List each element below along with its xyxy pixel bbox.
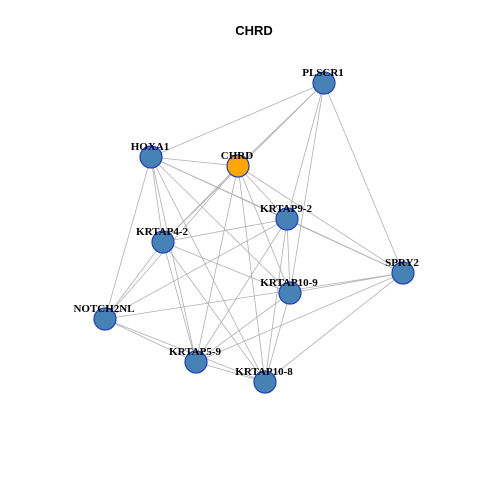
edge-krtap10-9-krtap5-9 — [195, 292, 291, 363]
edge-krtap9-2-krtap5-9 — [195, 218, 288, 363]
edge-chrd-krtap10-8 — [237, 165, 266, 383]
node-hoxa1: HOXA1 — [131, 141, 170, 169]
node-chrd: CHRD — [221, 150, 253, 178]
node-label-krtap9-2: KRTAP9-2 — [260, 203, 312, 215]
edge-notch2nl-krtap5-9 — [104, 318, 197, 363]
edge-spry2-krtap10-9 — [289, 272, 404, 294]
edge-hoxa1-krtap5-9 — [150, 156, 197, 363]
node-circle-krtap5-9 — [184, 350, 208, 374]
edge-krtap9-2-krtap10-8 — [264, 218, 288, 383]
node-notch2nl: NOTCH2NL — [73, 303, 135, 331]
edge-chrd-spry2 — [237, 165, 404, 274]
edge-chrd-krtap4-2 — [162, 165, 239, 243]
node-krtap10-9: KRTAP10-9 — [260, 277, 318, 305]
edge-notch2nl-krtap10-8 — [104, 318, 266, 383]
graph-title: CHRD — [235, 23, 273, 38]
edge-krtap4-2-krtap10-9 — [162, 241, 291, 294]
edge-krtap4-2-krtap5-9 — [162, 241, 197, 363]
node-krtap9-2: KRTAP9-2 — [260, 203, 312, 231]
node-label-spry2: SPRY2 — [385, 257, 419, 269]
node-krtap10-8: KRTAP10-8 — [235, 366, 293, 394]
edge-spry2-krtap10-8 — [264, 272, 404, 383]
edge-spry2-krtap5-9 — [195, 272, 404, 363]
edge-krtap4-2-notch2nl — [104, 241, 164, 320]
node-circle-chrd — [226, 154, 250, 178]
edge-chrd-krtap9-2 — [237, 165, 288, 220]
edge-krtap4-2-krtap10-8 — [162, 241, 266, 383]
edge-plscr1-hoxa1 — [150, 82, 325, 158]
node-circle-spry2 — [391, 261, 415, 285]
edge-hoxa1-chrd — [150, 156, 239, 167]
edge-plscr1-krtap10-9 — [289, 82, 325, 294]
edge-krtap9-2-spry2 — [286, 218, 404, 274]
edge-hoxa1-krtap4-2 — [150, 156, 164, 243]
edge-plscr1-krtap9-2 — [286, 82, 325, 220]
edge-krtap5-9-krtap10-8 — [195, 361, 266, 383]
node-circle-krtap9-2 — [275, 207, 299, 231]
edge-spry2-notch2nl — [104, 272, 404, 320]
node-label-krtap4-2: KRTAP4-2 — [136, 226, 188, 238]
node-label-krtap5-9: KRTAP5-9 — [169, 346, 221, 358]
edge-plscr1-spry2 — [323, 82, 404, 274]
node-label-notch2nl: NOTCH2NL — [73, 303, 134, 315]
node-circle-krtap4-2 — [151, 230, 175, 254]
node-circle-hoxa1 — [139, 145, 163, 169]
node-label-chrd: CHRD — [221, 150, 253, 162]
node-circle-plscr1 — [312, 71, 336, 95]
edge-krtap10-9-krtap10-8 — [264, 292, 291, 383]
edge-krtap9-2-notch2nl — [104, 218, 288, 320]
node-circle-krtap10-9 — [278, 281, 302, 305]
node-spry2: SPRY2 — [385, 257, 419, 285]
node-plscr1: PLSCR1 — [302, 67, 344, 95]
edge-hoxa1-notch2nl — [104, 156, 152, 320]
edge-krtap9-2-krtap4-2 — [162, 218, 288, 243]
edge-hoxa1-krtap10-8 — [150, 156, 266, 383]
node-label-krtap10-9: KRTAP10-9 — [260, 277, 318, 289]
node-circle-notch2nl — [93, 307, 117, 331]
edge-chrd-krtap10-9 — [237, 165, 291, 294]
node-label-hoxa1: HOXA1 — [131, 141, 170, 153]
node-label-krtap10-8: KRTAP10-8 — [235, 366, 293, 378]
node-krtap5-9: KRTAP5-9 — [169, 346, 221, 374]
edge-hoxa1-krtap10-9 — [150, 156, 291, 294]
edge-krtap9-2-krtap10-9 — [286, 218, 291, 294]
node-krtap4-2: KRTAP4-2 — [136, 226, 188, 254]
node-circle-krtap10-8 — [253, 370, 277, 394]
node-label-plscr1: PLSCR1 — [302, 67, 344, 79]
